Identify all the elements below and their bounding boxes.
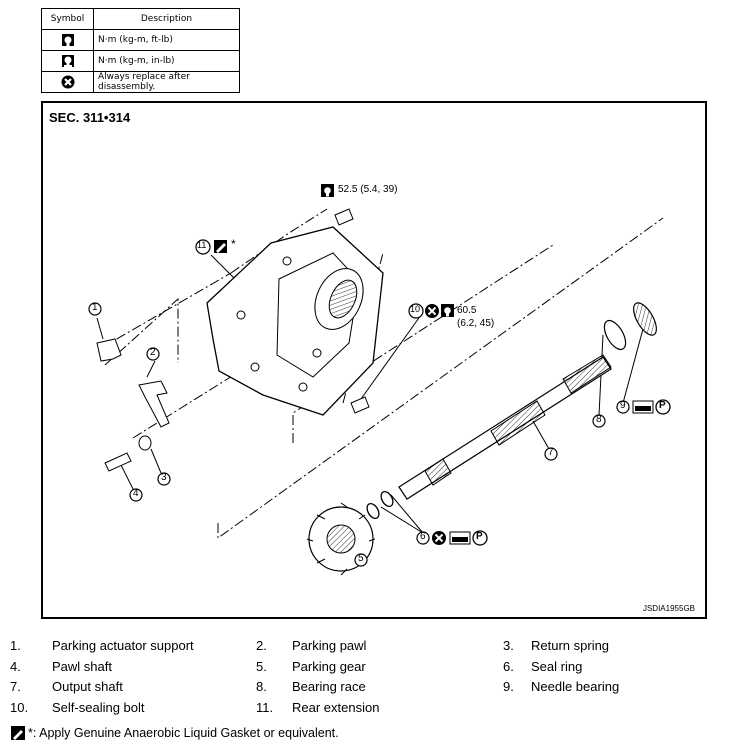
legend-num: 11.	[256, 699, 274, 715]
torque-wrench-icon	[61, 34, 74, 46]
callout-4: 4	[133, 488, 139, 499]
legend-row: 4. Pawl shaft 5. Parking gear 6. Seal ri…	[10, 659, 730, 680]
replace-x-icon-6	[432, 531, 446, 545]
grease-icon-6	[449, 531, 471, 545]
legend-text: Return spring	[531, 638, 610, 653]
gasket-note-text: *: Apply Genuine Anaerobic Liquid Gasket…	[28, 726, 339, 740]
legend-text: Parking pawl	[292, 638, 367, 653]
return-spring	[138, 435, 152, 451]
callout-7-circle	[544, 447, 558, 461]
callout-5: 5	[358, 553, 364, 564]
bearing-race	[603, 319, 627, 351]
rear-extension	[206, 226, 384, 416]
callout-9: 9	[620, 400, 626, 411]
legend-text: Pawl shaft	[52, 658, 112, 674]
legend-text: Needle bearing	[531, 679, 620, 694]
callout-3: 3	[161, 472, 167, 483]
legend-text: Bearing race	[292, 679, 366, 694]
symbol-desc-3: Always replace after disassembly.	[93, 71, 240, 93]
replace-x-icon	[61, 75, 74, 89]
legend-num: 5.	[256, 658, 267, 674]
gasket-icon-11	[214, 240, 227, 253]
section-title: SEC. 311•314	[49, 110, 131, 125]
parking-pawl	[138, 380, 170, 428]
gasket-note: *: Apply Genuine Anaerobic Liquid Gasket…	[10, 725, 339, 741]
legend-num: 4.	[10, 658, 21, 674]
legend-text: Rear extension	[292, 699, 380, 715]
torque-spec-top: 52.5 (5.4, 39)	[338, 184, 398, 195]
torque-icon-top	[321, 184, 334, 197]
legend-text: Parking gear	[292, 658, 366, 674]
callout-11: 11	[197, 240, 207, 250]
callout-1: 1	[92, 302, 98, 313]
diagram-drawing	[88, 184, 671, 576]
callout-5-circle	[354, 553, 368, 567]
bolt-top	[334, 208, 354, 226]
legend-num: 8.	[256, 679, 267, 694]
legend-num: 2.	[256, 638, 267, 653]
legend-num: 10.	[10, 699, 29, 715]
replace-x-icon-10	[425, 304, 439, 318]
gasket-icon	[11, 726, 25, 740]
callout-11-circle	[195, 239, 211, 255]
reference-code: JSDIA1955GB	[642, 604, 695, 613]
legend-text: Parking actuator support	[52, 638, 194, 653]
callout-8: 8	[596, 414, 602, 425]
legend-row: 7. Output shaft 8. Bearing race 9. Needl…	[10, 679, 730, 700]
callout-6: 6	[420, 531, 426, 542]
self-sealing-bolt	[350, 396, 370, 414]
exploded-diagram: SEC. 311•314 1 2 3 4 5 6 7 8 9 10 11 52.…	[41, 101, 707, 619]
legend-text: Seal ring	[531, 658, 583, 674]
callout-2-circle	[146, 347, 160, 361]
symbol-header: Symbol	[41, 8, 94, 30]
needle-bearing	[633, 302, 657, 336]
legend-num: 1.	[10, 638, 21, 653]
parking-actuator-support	[96, 338, 122, 362]
callout-6-circle	[416, 531, 430, 545]
seal-ring-b	[380, 490, 394, 508]
callout-8-circle	[592, 414, 606, 428]
petroleum-jelly-icon-6	[472, 530, 488, 546]
petroleum-jelly-icon-9	[655, 399, 671, 415]
p-label-9: P	[659, 400, 666, 411]
callout-1-circle	[88, 302, 102, 316]
legend-num: 6.	[503, 658, 514, 674]
output-shaft	[398, 354, 612, 500]
callout-2: 2	[150, 347, 156, 358]
legend-row: 1. Parking actuator support 2. Parking p…	[10, 638, 730, 659]
seal-ring-a	[366, 502, 380, 520]
torque-spec-10-line1: 60.5	[457, 305, 477, 316]
callout-10: 10	[410, 304, 421, 314]
torque-icon-10	[441, 304, 454, 317]
torque-spec-10-line2: (6.2, 45)	[457, 318, 495, 329]
legend-row: 10. Self-sealing bolt 11. Rear extension	[10, 700, 730, 721]
torque-wrench-inlb-icon	[61, 55, 74, 67]
symbol-desc-2: N·m (kg-m, in-lb)	[93, 50, 240, 72]
callout-7: 7	[548, 447, 554, 458]
callout-9-circle	[616, 400, 630, 414]
p-label-6: P	[476, 531, 483, 542]
legend-text: Output shaft	[52, 679, 123, 694]
legend-num: 9.	[503, 679, 514, 694]
legend-num: 7.	[10, 679, 21, 694]
callout-10-circle	[408, 303, 424, 319]
callout-3-circle	[157, 472, 171, 486]
pawl-shaft	[104, 452, 132, 472]
asterisk-mark: *	[231, 237, 236, 251]
legend-text: Self-sealing bolt	[52, 699, 145, 715]
legend-num: 3.	[503, 638, 514, 653]
parts-legend: 1. Parking actuator support 2. Parking p…	[10, 638, 730, 720]
grease-icon-9	[632, 400, 654, 414]
callout-4-circle	[129, 488, 143, 502]
symbol-table: Symbol Description N·m (kg-m, ft-lb) N·m…	[41, 8, 240, 93]
symbol-desc-1: N·m (kg-m, ft-lb)	[93, 29, 240, 51]
description-header: Description	[93, 8, 240, 30]
